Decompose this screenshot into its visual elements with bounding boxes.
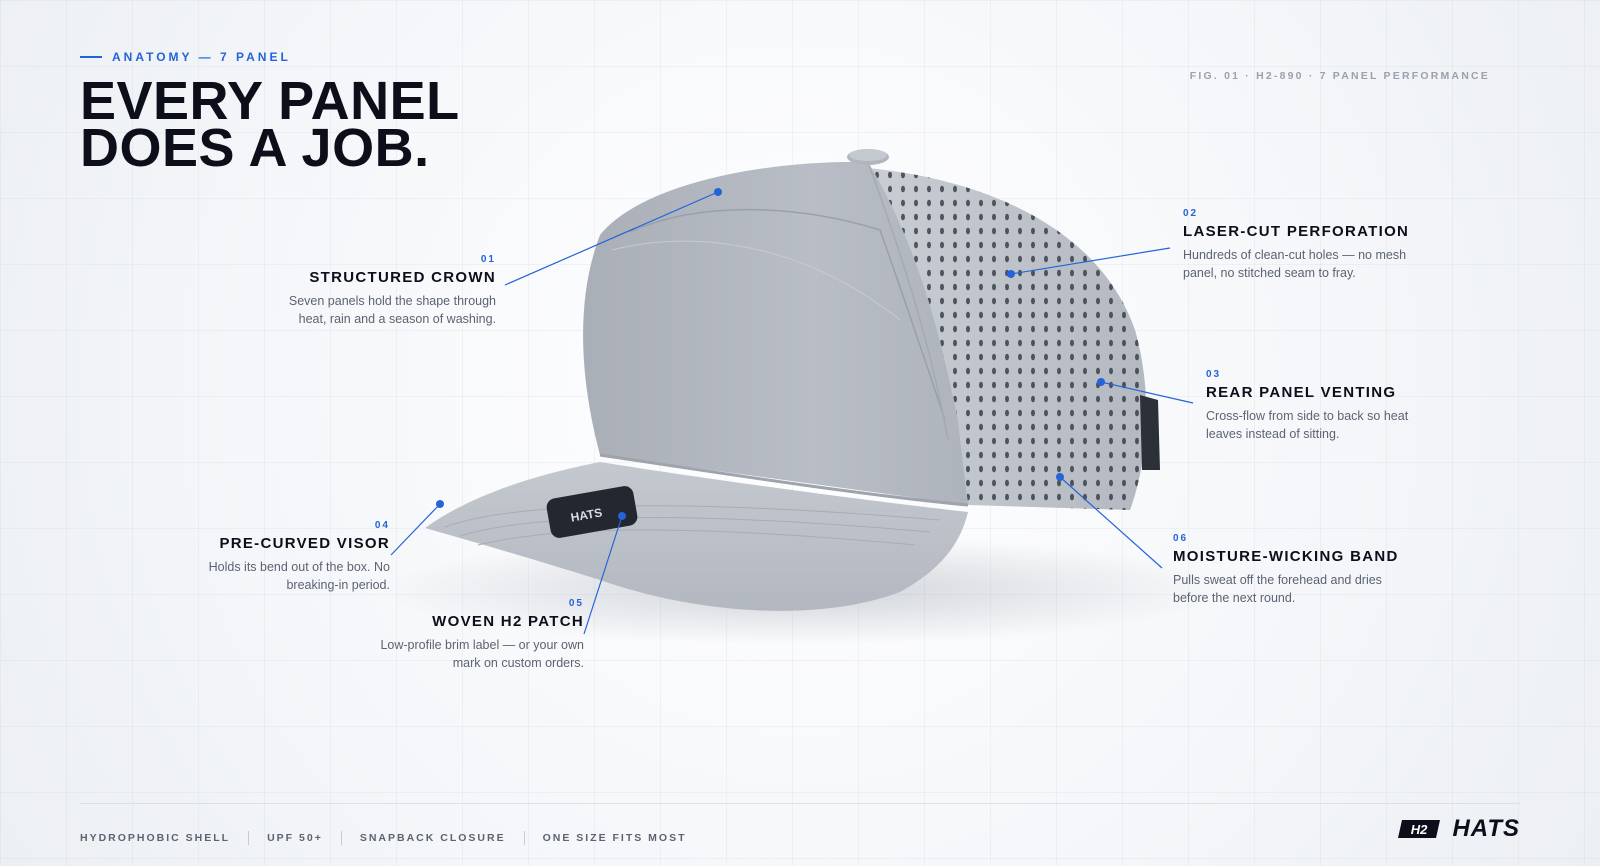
callout-description: Low-profile brim label — or your own mar… xyxy=(360,636,584,672)
brand-logo: H2 HATS xyxy=(1396,815,1520,843)
callout-description: Pulls sweat off the forehead and dries b… xyxy=(1173,571,1433,607)
desc-line-2: breaking-in period. xyxy=(286,578,390,592)
callout-title: STRUCTURED CROWN xyxy=(309,269,496,286)
callout-number: 05 xyxy=(568,598,584,609)
callout-moisture-wicking-band: 06 MOISTURE-WICKING BAND Pulls sweat off… xyxy=(1173,533,1433,607)
desc-line-1: Cross-flow from side to back so heat xyxy=(1206,409,1409,423)
desc-line-2: before the next round. xyxy=(1173,591,1296,605)
spec-separator xyxy=(340,831,342,845)
headline: EVERY PANEL DOES A JOB. xyxy=(80,74,600,175)
spec-snapback-closure: SNAPBACK CLOSURE xyxy=(359,832,506,844)
desc-line-2: leaves instead of sitting. xyxy=(1206,427,1340,441)
callout-title: LASER-CUT PERFORATION xyxy=(1183,223,1410,240)
callout-title: REAR PANEL VENTING xyxy=(1206,384,1397,401)
callout-description: Holds its bend out of the box. No breaki… xyxy=(180,558,390,594)
spec-hydrophobic-shell: HYDROPHOBIC SHELL xyxy=(80,832,231,844)
callout-woven-h2-patch: 05 WOVEN H2 PATCH Low-profile brim label… xyxy=(360,598,584,672)
desc-line-1: Low-profile brim label — or your own xyxy=(380,638,584,652)
spec-upf: UPF 50+ xyxy=(267,832,323,844)
desc-line-1: Hundreds of clean-cut holes — no mesh xyxy=(1183,248,1407,262)
desc-line-1: Seven panels hold the shape through xyxy=(288,294,496,308)
spec-separator xyxy=(248,831,250,845)
figure-reference: FIG. 01 · H2-890 · 7 PANEL PERFORMANCE xyxy=(1189,70,1490,82)
desc-line-2: heat, rain and a season of washing. xyxy=(298,312,496,326)
desc-line-2: mark on custom orders. xyxy=(452,656,584,670)
callout-rear-panel-venting: 03 REAR PANEL VENTING Cross-flow from si… xyxy=(1206,369,1446,443)
callout-number: 03 xyxy=(1206,369,1222,380)
spec-separator xyxy=(523,831,525,845)
callout-number: 01 xyxy=(480,254,496,265)
h2-logo-icon: H2 xyxy=(1398,820,1441,838)
callout-laser-cut-perforation: 02 LASER-CUT PERFORATION Hundreds of cle… xyxy=(1183,208,1443,282)
desc-line-1: Holds its bend out of the box. No xyxy=(208,560,390,574)
callout-title: PRE-CURVED VISOR xyxy=(219,535,390,552)
desc-line-1: Pulls sweat off the forehead and dries xyxy=(1173,573,1382,587)
eyebrow-rule xyxy=(80,56,102,58)
h2-patch: HATS xyxy=(546,486,638,538)
callout-number: 06 xyxy=(1173,533,1189,544)
logo-wordmark: HATS xyxy=(1452,815,1520,842)
callout-title: WOVEN H2 PATCH xyxy=(432,613,584,630)
callout-number: 04 xyxy=(374,520,390,531)
headline-line-1: EVERY PANEL xyxy=(80,71,460,131)
eyebrow-label: ANATOMY — 7 PANEL xyxy=(112,50,291,64)
callout-description: Hundreds of clean-cut holes — no mesh pa… xyxy=(1183,246,1443,282)
spec-strip: HYDROPHOBIC SHELL UPF 50+ SNAPBACK CLOSU… xyxy=(80,831,687,845)
logo-mark: H2 xyxy=(1411,822,1428,837)
eyebrow: ANATOMY — 7 PANEL xyxy=(80,50,291,64)
patch-label: HATS xyxy=(570,505,604,524)
callout-pre-curved-visor: 04 PRE-CURVED VISOR Holds its bend out o… xyxy=(180,520,390,594)
headline-line-2: DOES A JOB. xyxy=(80,118,430,178)
callout-title: MOISTURE-WICKING BAND xyxy=(1173,548,1399,565)
spec-one-size: ONE SIZE FITS MOST xyxy=(542,832,687,844)
callout-description: Cross-flow from side to back so heat lea… xyxy=(1206,407,1446,443)
callout-structured-crown: 01 STRUCTURED CROWN Seven panels hold th… xyxy=(270,254,496,328)
desc-line-2: panel, no stitched seam to fray. xyxy=(1183,266,1356,280)
callout-description: Seven panels hold the shape through heat… xyxy=(270,292,496,328)
footer-divider xyxy=(80,803,1520,804)
callout-number: 02 xyxy=(1183,208,1199,219)
